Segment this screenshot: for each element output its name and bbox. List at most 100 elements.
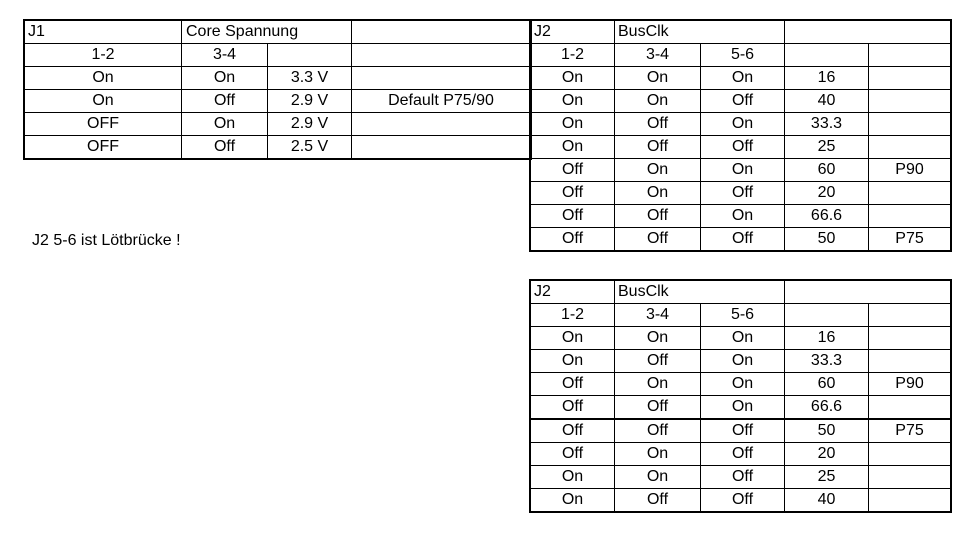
table-cell: Off	[614, 488, 701, 512]
table-cell	[868, 442, 951, 466]
column-header	[351, 43, 531, 67]
table-cell: Off	[614, 135, 701, 159]
column-header: 1-2	[24, 43, 182, 67]
table-cell: On	[700, 112, 785, 136]
table-cell: P90	[868, 372, 951, 396]
table-cell: On	[700, 349, 785, 373]
table-cell: 2.9 V	[267, 112, 352, 136]
table-cell: Off	[700, 488, 785, 512]
table-title-row: J2 BusClk	[530, 280, 951, 304]
column-header: 1-2	[530, 43, 615, 67]
table-cell: On	[700, 66, 785, 90]
table-title: BusClk	[614, 280, 785, 304]
table-cell: 66.6	[784, 395, 869, 420]
table-cell: 16	[784, 66, 869, 90]
table-cell: Off	[614, 395, 701, 420]
table-cell: P75	[868, 227, 951, 251]
table-cell: P90	[868, 158, 951, 182]
table-cell: 33.3	[784, 112, 869, 136]
table-cell: On	[530, 66, 615, 90]
table-cell: Off	[181, 135, 268, 159]
j1-core-voltage-table: J1 Core Spannung 1-2 3-4 On On 3.3 V On …	[23, 19, 532, 160]
column-header: 1-2	[530, 303, 615, 327]
table-cell: On	[614, 89, 701, 113]
table-cell: 20	[784, 442, 869, 466]
table-cell: Off	[530, 395, 615, 420]
table-cell: 20	[784, 181, 869, 205]
table-cell	[868, 465, 951, 489]
table-cell: Off	[530, 372, 615, 396]
table-cell: On	[530, 465, 615, 489]
table-cell	[868, 204, 951, 228]
table-cell: Off	[614, 204, 701, 228]
table-label: J1	[24, 20, 182, 44]
table-cell: Default P75/90	[351, 89, 531, 113]
table-label: J2	[530, 20, 615, 44]
table-row: On Off 2.9 V Default P75/90	[24, 89, 531, 113]
table-title-row: J1 Core Spannung	[24, 20, 531, 44]
table-cell: Off	[700, 442, 785, 466]
table-cell: 2.9 V	[267, 89, 352, 113]
table-cell: On	[700, 326, 785, 350]
table-cell	[868, 135, 951, 159]
table-title-row: J2 BusClk	[530, 20, 951, 44]
table-cell	[868, 395, 951, 420]
table-cell: On	[614, 465, 701, 489]
table-cell	[351, 135, 531, 159]
table-cell: Off	[614, 418, 701, 443]
table-cell: Off	[530, 204, 615, 228]
table-cell: Off	[700, 89, 785, 113]
column-header	[784, 43, 869, 67]
table-cell: On	[614, 158, 701, 182]
table-cell: 60	[784, 158, 869, 182]
column-header: 3-4	[614, 303, 701, 327]
table-cell: On	[181, 112, 268, 136]
table-cell: Off	[614, 112, 701, 136]
column-header: 5-6	[700, 43, 785, 67]
table-cell: On	[530, 112, 615, 136]
table-cell: On	[530, 488, 615, 512]
column-header-row: 1-2 3-4 5-6	[530, 303, 951, 327]
solder-bridge-note: J2 5-6 ist Lötbrücke !	[32, 232, 181, 249]
column-header: 5-6	[700, 303, 785, 327]
table-cell: Off	[530, 158, 615, 182]
table-cell: 66.6	[784, 204, 869, 228]
column-header-row: 1-2 3-4	[24, 43, 531, 67]
table-cell	[868, 66, 951, 90]
table-cell: Off	[530, 181, 615, 205]
table-title: Core Spannung	[181, 20, 352, 44]
table-cell: Off	[181, 89, 268, 113]
table-cell: 2.5 V	[267, 135, 352, 159]
table-title: BusClk	[614, 20, 785, 44]
column-header	[868, 303, 951, 327]
table-cell	[868, 349, 951, 373]
table-cell: Off	[530, 418, 615, 443]
table-label: J2	[530, 280, 615, 304]
column-header: 3-4	[614, 43, 701, 67]
table-cell: On	[614, 66, 701, 90]
table-cell: On	[700, 204, 785, 228]
column-header: 3-4	[181, 43, 268, 67]
table-cell: On	[614, 372, 701, 396]
table-cell: 3.3 V	[267, 66, 352, 90]
table-row: OFF Off 2.5 V	[24, 135, 531, 159]
table-row: OFF On 2.9 V	[24, 112, 531, 136]
table-cell	[868, 488, 951, 512]
table-cell: Off	[614, 227, 701, 251]
table-cell: On	[614, 442, 701, 466]
table-cell: Off	[530, 227, 615, 251]
table-cell: OFF	[24, 112, 182, 136]
